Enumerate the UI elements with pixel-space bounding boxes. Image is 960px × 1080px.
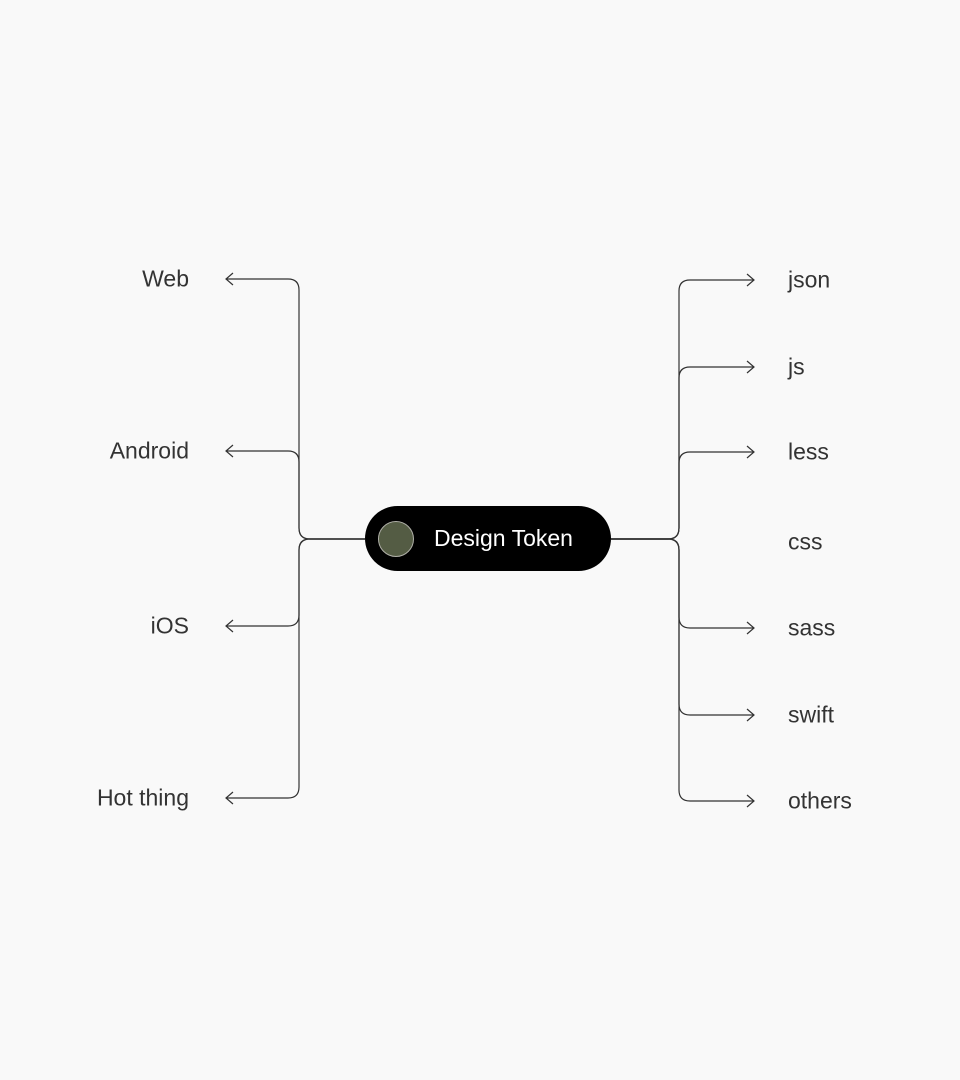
right-node-others[interactable]: others (788, 787, 852, 814)
right-node-css[interactable]: css (788, 528, 823, 555)
arrow-icon (746, 445, 755, 459)
arrow-icon (746, 708, 755, 722)
branch-right-1 (611, 366, 754, 540)
right-node-less[interactable]: less (788, 438, 829, 465)
branch-left-2 (226, 538, 365, 627)
arrow-icon (225, 272, 234, 286)
branch-right-6 (611, 538, 754, 802)
right-node-js[interactable]: js (788, 353, 805, 380)
right-node-sass[interactable]: sass (788, 614, 836, 641)
right-node-json[interactable]: json (788, 266, 831, 293)
arrow-icon (225, 791, 234, 805)
branch-right-5 (611, 538, 754, 716)
left-node-android[interactable]: Android (109, 437, 189, 464)
branch-right-4 (611, 538, 754, 629)
node-dot-icon (378, 520, 414, 557)
right-node-swift[interactable]: swift (788, 701, 834, 728)
arrow-icon (225, 444, 234, 458)
branch-right-2 (611, 451, 754, 540)
arrow-icon (225, 619, 234, 633)
arrow-icon (746, 273, 755, 287)
left-node-ios[interactable]: iOS (150, 612, 189, 639)
branch-left-1 (226, 450, 365, 540)
central-node-label: Design Token (434, 525, 573, 551)
branch-right-0 (611, 279, 754, 540)
arrow-icon (746, 621, 755, 635)
central-node-design-token[interactable]: Design Token (365, 506, 611, 571)
arrow-icon (746, 360, 755, 374)
left-node-hot-thing[interactable]: Hot thing (96, 784, 189, 811)
arrow-icon (746, 794, 755, 808)
left-node-web[interactable]: Web (142, 265, 189, 292)
branch-left-3 (226, 538, 365, 799)
branch-left-0 (226, 278, 365, 540)
